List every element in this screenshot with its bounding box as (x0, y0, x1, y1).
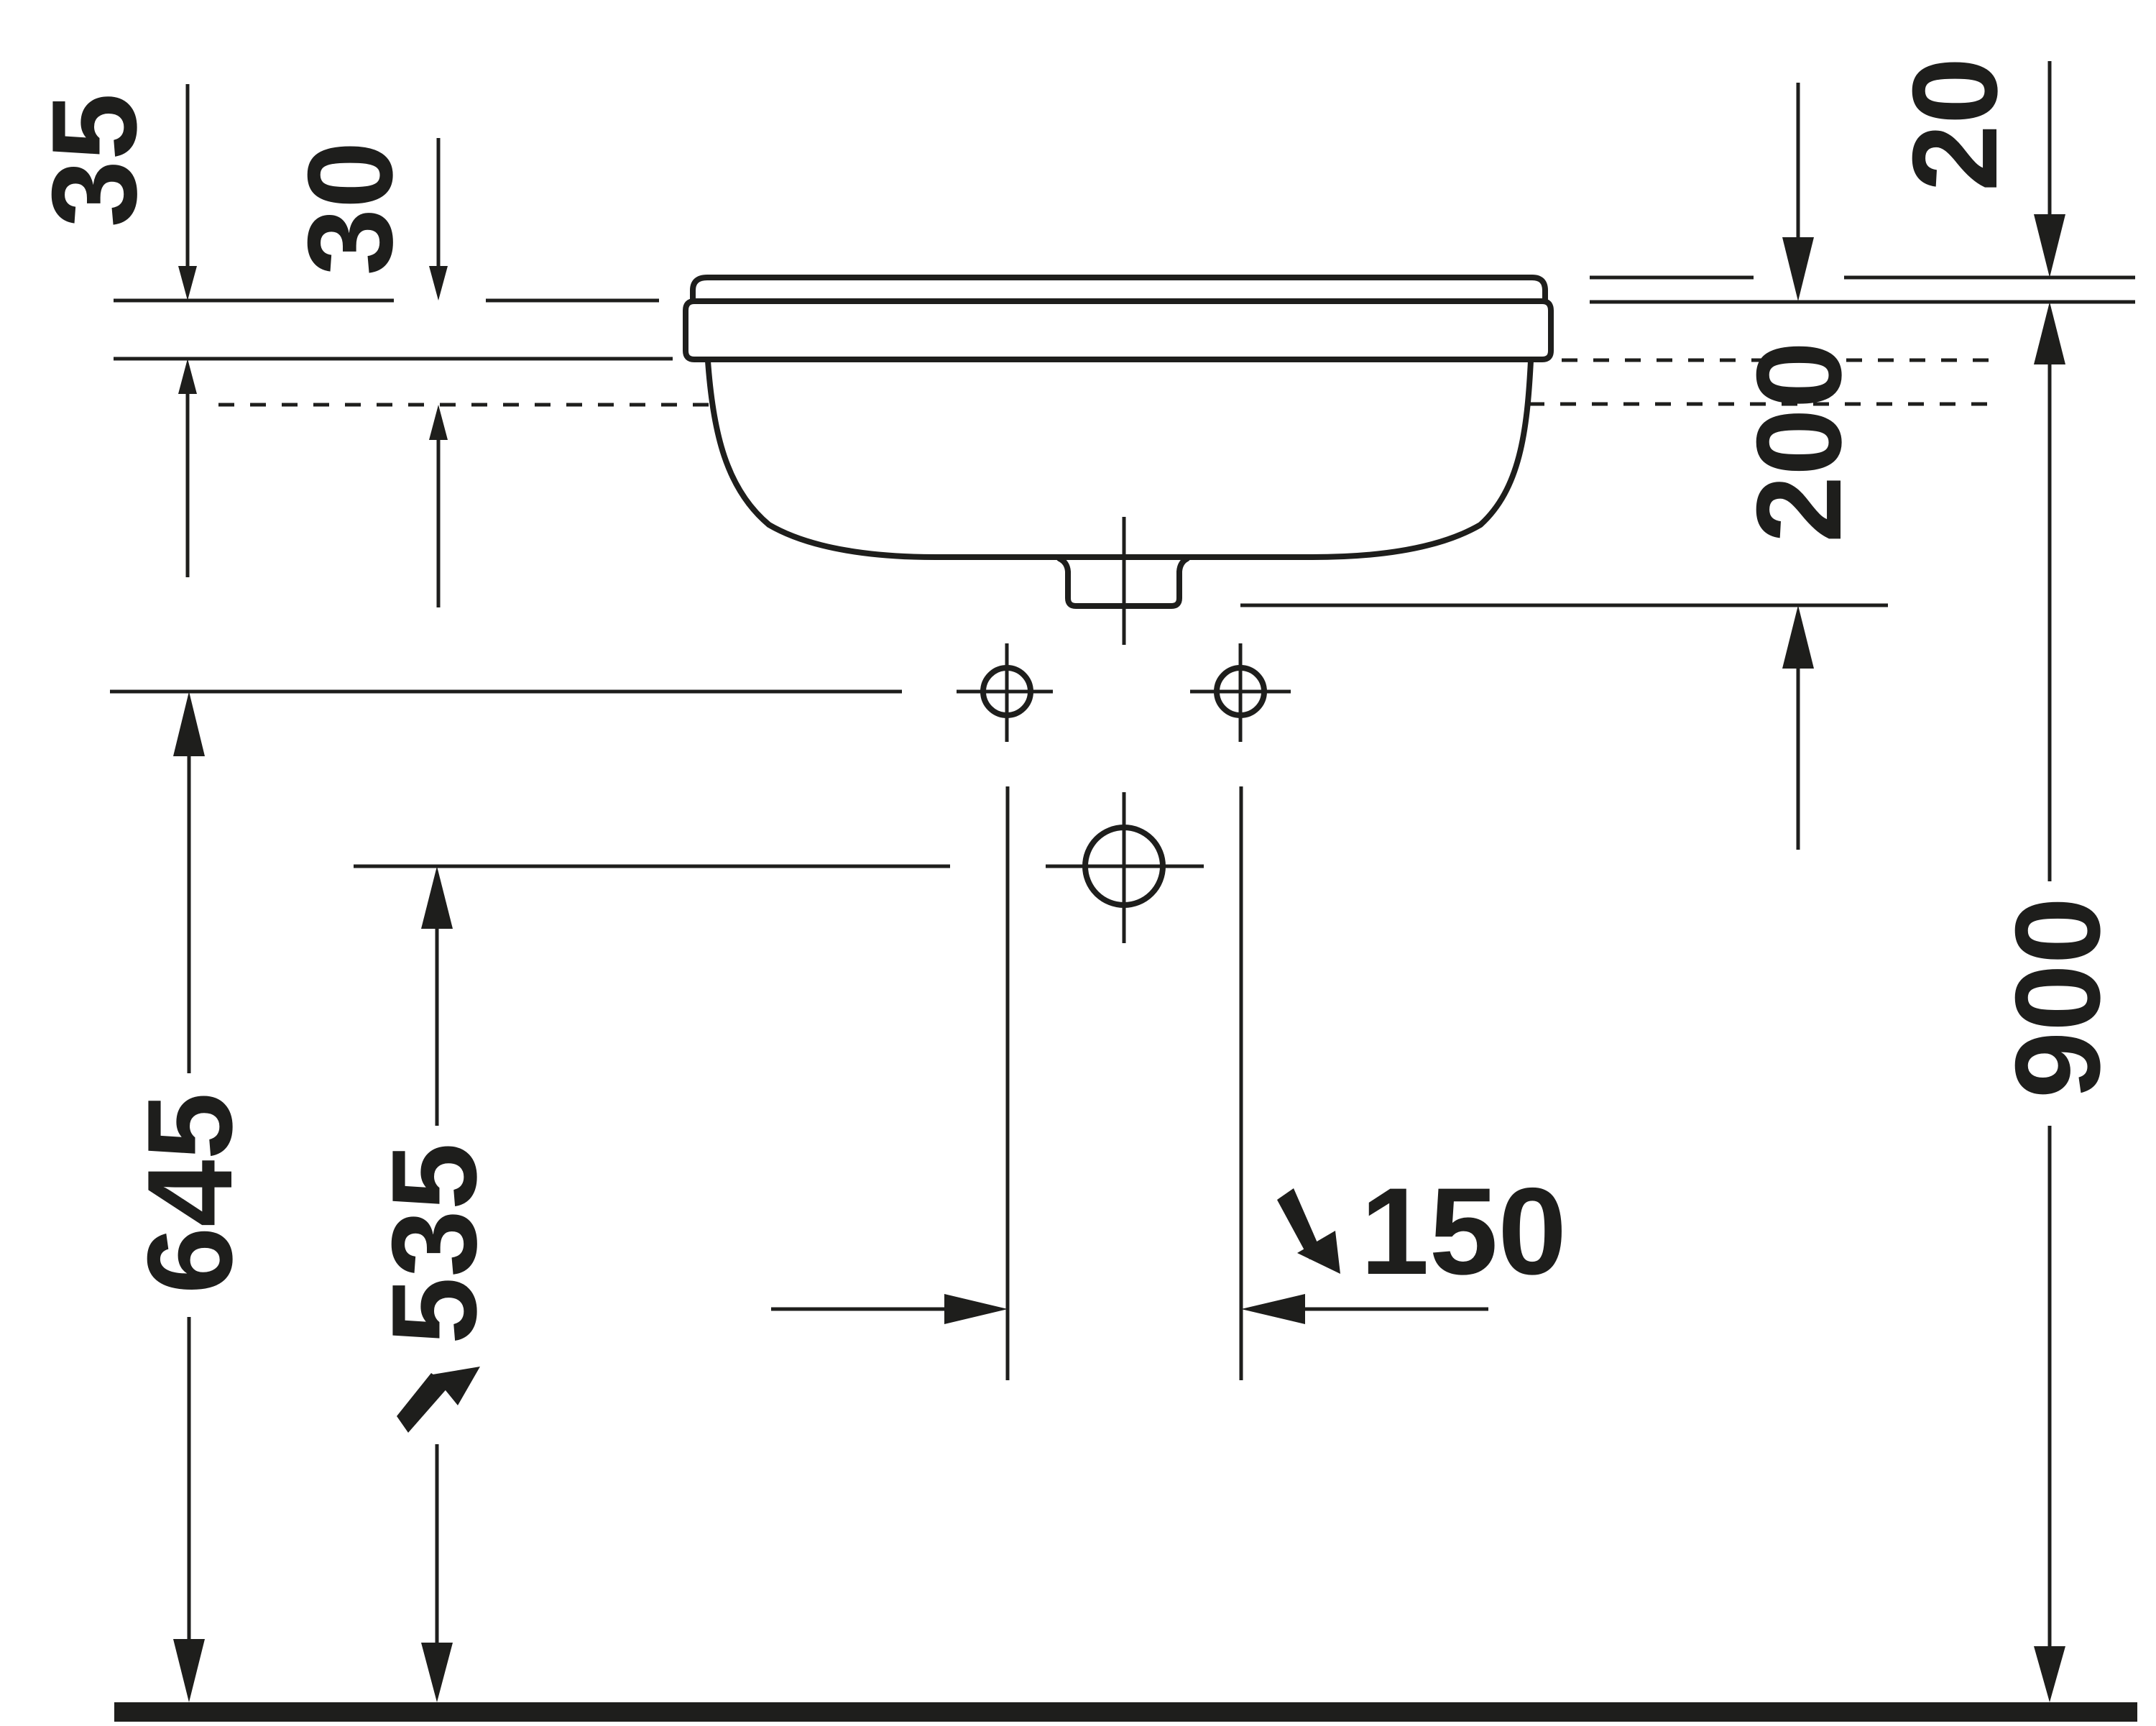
dimension-label-150: 150 (1360, 1162, 1567, 1300)
dimension-label-35: 35 (27, 93, 162, 228)
connection-symbols (957, 643, 1291, 943)
dimension-label-200: 200 (1731, 341, 1866, 543)
dimension-535: 535 (367, 866, 502, 1702)
arrow-down-icon (2034, 214, 2065, 277)
waste-connection (1046, 792, 1204, 943)
dimension-35: 35 (27, 84, 197, 577)
dimension-645: 645 (122, 692, 257, 1702)
dimension-900: 900 (1990, 302, 2125, 1702)
floor-line (114, 1702, 2137, 1722)
basin-bowl (705, 358, 1534, 560)
extension-lines (110, 275, 2135, 1380)
arrow-down-icon (429, 266, 448, 300)
dimension-label-900: 900 (1990, 897, 2125, 1098)
arrow-left-icon (1241, 1294, 1305, 1324)
dimension-20: 20 (1887, 58, 2065, 277)
arrow-up-right-icon (397, 1367, 480, 1433)
arrow-up-icon (421, 866, 453, 929)
supply-connection-left (957, 643, 1053, 742)
dimension-label-30: 30 (282, 142, 418, 276)
arrow-up-icon (429, 405, 448, 440)
dimension-200: 200 (1731, 83, 1866, 850)
arrow-up-icon (173, 692, 205, 756)
dimension-label-535: 535 (367, 1143, 502, 1344)
dimension-label-20: 20 (1887, 58, 2022, 192)
arrow-up-icon (2034, 302, 2065, 364)
basin-rim (683, 298, 1554, 362)
dimension-label-645: 645 (122, 1093, 257, 1294)
arrow-right-icon (944, 1294, 1008, 1324)
arrow-down-right-icon (1277, 1188, 1340, 1274)
arrow-up-icon (1782, 605, 1814, 669)
arrow-down-icon (421, 1643, 453, 1702)
arrow-down-icon (2034, 1646, 2065, 1702)
dimension-30: 30 (282, 138, 448, 607)
washbasin (683, 275, 1554, 645)
arrow-down-icon (1782, 237, 1814, 301)
arrow-up-icon (178, 359, 197, 394)
supply-connection-right (1190, 643, 1291, 742)
arrow-down-icon (178, 266, 197, 300)
dimension-150: 150 (771, 1162, 1567, 1324)
basin-top-rim (690, 275, 1548, 304)
arrow-down-icon (173, 1639, 205, 1702)
